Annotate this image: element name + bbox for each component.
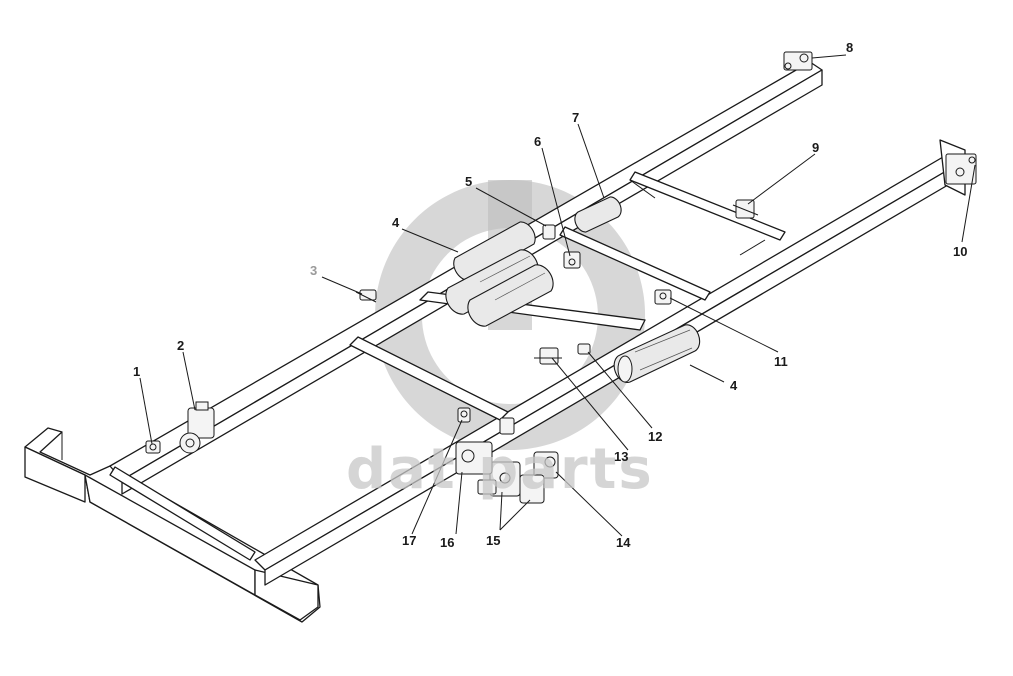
callout-16: 16 <box>440 535 454 550</box>
callout-9: 9 <box>812 140 819 155</box>
callout-11: 11 <box>774 354 788 369</box>
callout-5: 5 <box>465 174 472 189</box>
component-2 <box>179 401 215 454</box>
component-11 <box>654 289 672 305</box>
callout-1: 1 <box>133 364 140 379</box>
callout-2: 2 <box>177 338 184 353</box>
air-tank-upper <box>445 221 554 327</box>
component-9 <box>732 199 759 219</box>
component-10 <box>945 153 977 185</box>
leader-lines <box>139 54 976 537</box>
callout-8: 8 <box>846 40 853 55</box>
callout-13: 13 <box>614 449 628 464</box>
callout-4-upper: 4 <box>392 215 400 230</box>
component-7 <box>574 196 622 233</box>
component-8 <box>783 51 813 71</box>
component-12 <box>577 343 591 355</box>
air-tank-lower <box>613 324 701 384</box>
callout-labels: 1 2 3 4 5 6 7 8 9 10 11 4 12 13 14 15 16… <box>133 40 967 550</box>
callout-7: 7 <box>572 110 579 125</box>
component-16 <box>455 441 497 495</box>
component-6 <box>563 251 581 269</box>
component-17 <box>457 407 471 423</box>
component-3 <box>355 289 377 303</box>
component-5 <box>542 224 556 240</box>
callout-4-lower: 4 <box>730 378 738 393</box>
component-17-bracket <box>499 417 515 435</box>
component-14 <box>533 451 559 479</box>
callout-15: 15 <box>486 533 500 548</box>
callout-3: 3 <box>310 263 317 278</box>
component-15 <box>489 461 545 504</box>
watermark-text: dat parts <box>346 437 654 502</box>
component-13 <box>534 347 562 365</box>
callout-17: 17 <box>402 533 416 548</box>
callout-10: 10 <box>953 244 967 259</box>
callout-12: 12 <box>648 429 662 444</box>
callout-14: 14 <box>616 535 631 550</box>
component-1 <box>145 440 161 454</box>
callout-6: 6 <box>534 134 541 149</box>
